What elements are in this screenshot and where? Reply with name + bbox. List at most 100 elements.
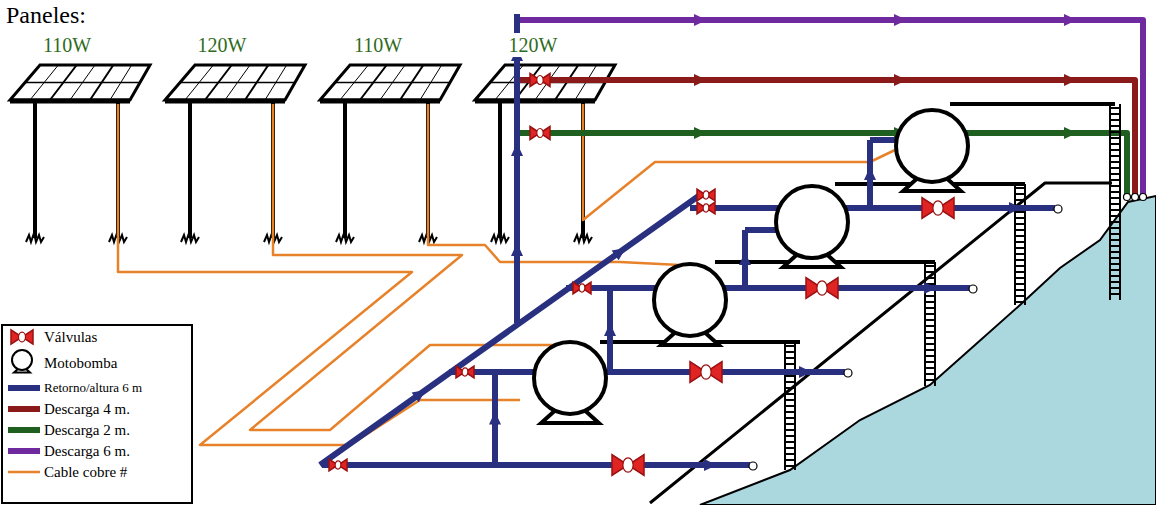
legend-sample <box>8 472 40 473</box>
pump-body <box>534 342 606 414</box>
ladder-rung <box>1110 257 1120 259</box>
ladder-rung <box>925 349 935 351</box>
panel-wattage: 120W <box>509 34 558 56</box>
panel-wattage: 120W <box>198 34 247 56</box>
legend-text: Descarga 6 m. <box>44 443 130 460</box>
ladder <box>925 262 935 386</box>
copper-cable <box>583 104 895 220</box>
flow-arrow <box>799 366 812 378</box>
ladder-rung <box>1110 287 1120 289</box>
ladder-rung <box>1015 217 1025 219</box>
flow-arrow <box>412 385 430 402</box>
panel-leg <box>343 100 347 238</box>
grass-tuft <box>26 233 44 242</box>
panel-wattage: 110W <box>43 34 91 56</box>
valve-symbol <box>530 127 550 140</box>
valve-symbol <box>530 74 550 87</box>
pipe-outlet <box>1124 194 1131 201</box>
panel-edge <box>10 99 130 104</box>
flow-arrow <box>694 74 707 86</box>
ladder-rung <box>785 459 795 461</box>
valve-body <box>573 282 591 294</box>
legend-text: Retorno/altura 6 m <box>44 381 142 395</box>
ladder-rung <box>925 295 935 297</box>
solar-panel <box>10 65 150 242</box>
flow-arrow <box>489 412 501 425</box>
pump-body <box>12 350 32 370</box>
panel-leg <box>498 100 502 238</box>
ladder-rung <box>1015 295 1025 297</box>
ladder-rung <box>1110 143 1120 145</box>
legend-line <box>8 471 40 474</box>
ladder-rung <box>1015 283 1025 285</box>
ladder-rung <box>1015 241 1025 243</box>
valve-core <box>18 332 25 342</box>
ladder-rail <box>1024 184 1026 305</box>
flow-arrow <box>924 282 937 294</box>
valve-symbol <box>690 362 722 383</box>
pipe-outlet <box>749 462 757 470</box>
valve-body <box>697 189 715 201</box>
ladder-rung <box>1110 275 1120 277</box>
ladder-rung <box>925 265 935 267</box>
ladder-rung <box>925 307 935 309</box>
legend-line <box>8 427 40 433</box>
diagram-title: Paneles: <box>6 2 86 28</box>
ladder-rung <box>1110 131 1120 133</box>
valve-core <box>462 368 468 376</box>
valve-body <box>329 459 347 471</box>
ladder-rung <box>1110 227 1120 229</box>
pump-pipe <box>322 462 750 468</box>
ladder-rung <box>1110 269 1120 271</box>
ladder-rung <box>1015 301 1025 303</box>
legend-sample <box>8 409 40 410</box>
ladder-rung <box>1110 113 1120 115</box>
ladder-rung <box>1110 155 1120 157</box>
ladder-rung <box>1015 187 1025 189</box>
solar-panel <box>165 65 305 242</box>
grass-tuft <box>574 233 592 242</box>
panel-label: 120W <box>194 33 251 57</box>
ladder-rung <box>1110 185 1120 187</box>
panel-edge <box>320 99 440 104</box>
ladder-rung <box>925 367 935 369</box>
ladder-rung <box>1110 233 1120 235</box>
ladder-rung <box>925 319 935 321</box>
valve-body <box>456 366 474 378</box>
flow-arrow <box>604 323 616 336</box>
panel-frame <box>165 65 305 100</box>
ladder-rung <box>785 387 795 389</box>
terrace-edge <box>950 102 1115 106</box>
legend-line <box>8 385 40 391</box>
pipe-outlet <box>1054 205 1062 213</box>
ladder-rung <box>1015 193 1025 195</box>
ladder-rung <box>1110 167 1120 169</box>
pipe-outlet <box>844 369 852 377</box>
discharge-4m-pipe <box>517 80 1135 195</box>
ladder-rung <box>1015 229 1025 231</box>
pipe-outlet <box>969 285 977 293</box>
valve-symbol <box>922 198 954 219</box>
valve-core <box>335 461 341 469</box>
ladder-rung <box>925 301 935 303</box>
ladder-rung <box>785 417 795 419</box>
ladder-rung <box>1015 211 1025 213</box>
water-body <box>700 196 1156 505</box>
ladder-rung <box>1110 263 1120 265</box>
valve-body <box>530 74 550 87</box>
valve-body <box>806 278 838 299</box>
flow-arrow <box>612 243 630 260</box>
panel-frame <box>320 65 460 100</box>
pump-pipe <box>449 369 845 375</box>
flow-arrow <box>1009 202 1022 214</box>
ladder-rung <box>1110 119 1120 121</box>
pipe-outlet <box>1132 194 1139 201</box>
ladder-rung <box>785 381 795 383</box>
ladder-rung <box>785 465 795 467</box>
ladder-rung <box>785 411 795 413</box>
valve-symbol <box>697 189 715 201</box>
ladder-rung <box>785 375 795 377</box>
ladder-rung <box>1015 235 1025 237</box>
ladder-rung <box>1015 277 1025 279</box>
flow-arrow <box>511 143 523 156</box>
